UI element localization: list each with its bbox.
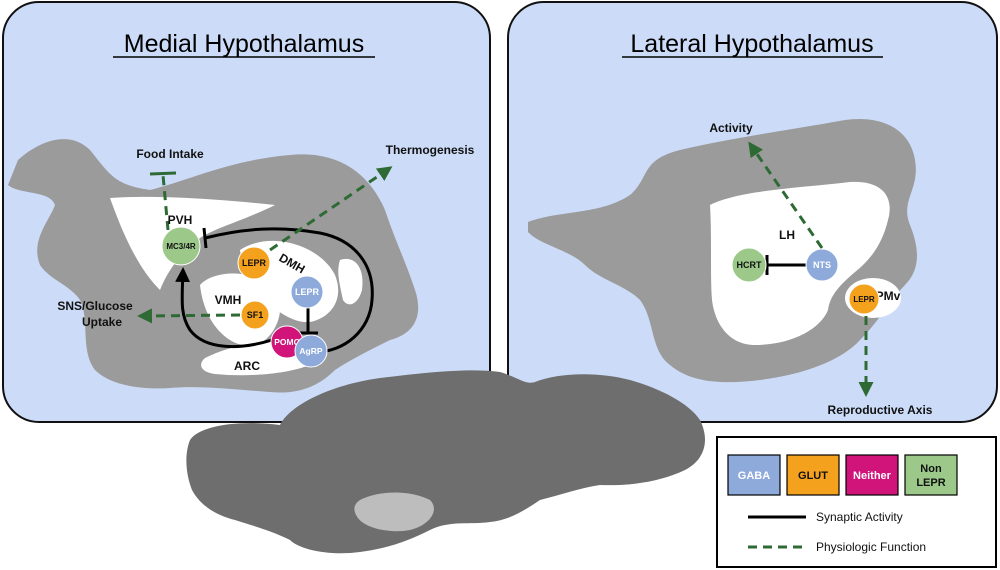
legend-neither-swatch: Neither <box>845 454 899 496</box>
lepr-gaba-node: LEPR <box>290 275 324 309</box>
agrp-node: AgRP <box>294 334 328 368</box>
nts-node: NTS <box>805 248 839 282</box>
thermogenesis-label: Thermogenesis <box>386 143 475 157</box>
sns-dashed-arrow <box>137 308 241 324</box>
pmv-label: PMv <box>876 289 901 303</box>
synaptic-loop-line <box>204 227 374 354</box>
pvh-label: PVH <box>168 213 193 227</box>
brain-shape <box>186 370 706 554</box>
activity-dashed-arrow <box>748 141 824 249</box>
legend-glut-swatch: GLUT <box>786 454 840 496</box>
nts-node-label: NTS <box>813 260 831 270</box>
right-lobe-region <box>338 258 363 305</box>
lepr-pmv-node-label: LEPR <box>853 295 875 304</box>
arc-label: ARC <box>234 359 260 373</box>
thermogenesis-dashed-arrow <box>269 166 393 252</box>
lepr-glut-dmh-node: LEPR <box>237 246 271 280</box>
mc34r-node-label: MC3/4R <box>166 242 196 251</box>
lh-region <box>710 181 890 345</box>
legend-non-lepr-swatch: Non LEPR <box>904 454 958 496</box>
food-intake-inhibit-bar <box>149 171 177 176</box>
pomc-to-mc34r-arrow <box>175 267 273 349</box>
lateral-panel-title: Lateral Hypothalamus <box>630 30 873 58</box>
activity-label: Activity <box>709 121 753 135</box>
medial-panel-title: Medial Hypothalamus <box>124 30 364 58</box>
pomc-node-label: POMC <box>274 337 300 347</box>
lh-label: LH <box>779 228 795 242</box>
reproductive-axis-label: Reproductive Axis <box>828 403 933 417</box>
food-intake-dashed-line <box>161 174 170 231</box>
food-intake-label: Food Intake <box>136 147 204 161</box>
sns-label-line1: SNS/Glucose <box>57 299 133 313</box>
lateral-panel: Lateral Hypothalamus Activity LH PMv Rep… <box>507 1 998 423</box>
legend-non-lepr-label-line2: LEPR <box>916 477 945 489</box>
legend: GABA GLUT Neither Non LEPR Synaptic Acti… <box>716 436 997 568</box>
hcrt-node: HCRT <box>731 247 767 283</box>
brain-lighter-region <box>354 492 434 532</box>
legend-gaba-label: GABA <box>738 470 770 482</box>
legend-non-lepr-label-line1: Non <box>920 463 942 475</box>
inhibit-bar-mc34r <box>202 227 208 249</box>
lepr-gaba-label: LEPR <box>295 287 320 297</box>
medial-panel: Medial Hypothalamus Food Intake Thermoge… <box>2 1 491 423</box>
legend-neither-label: Neither <box>853 470 892 482</box>
sf1-node-label: SF1 <box>247 310 264 320</box>
agrp-node-label: AgRP <box>299 346 322 356</box>
legend-physiologic-label: Physiologic Function <box>816 540 926 554</box>
legend-gaba-swatch: GABA <box>727 454 781 496</box>
sns-label-line2: Uptake <box>82 315 122 329</box>
sf1-node: SF1 <box>240 300 270 330</box>
mc34r-node: MC3/4R <box>161 226 201 266</box>
legend-synaptic-label: Synaptic Activity <box>816 510 903 524</box>
vmh-label: VMH <box>215 293 242 307</box>
lepr-pmv-node: LEPR <box>848 283 880 315</box>
legend-glut-label: GLUT <box>798 470 828 482</box>
lepr-glut-dmh-label: LEPR <box>242 258 267 268</box>
hcrt-node-label: HCRT <box>737 260 762 270</box>
medial-hypothalamus-region <box>8 139 419 393</box>
brain-silhouette <box>186 370 706 554</box>
